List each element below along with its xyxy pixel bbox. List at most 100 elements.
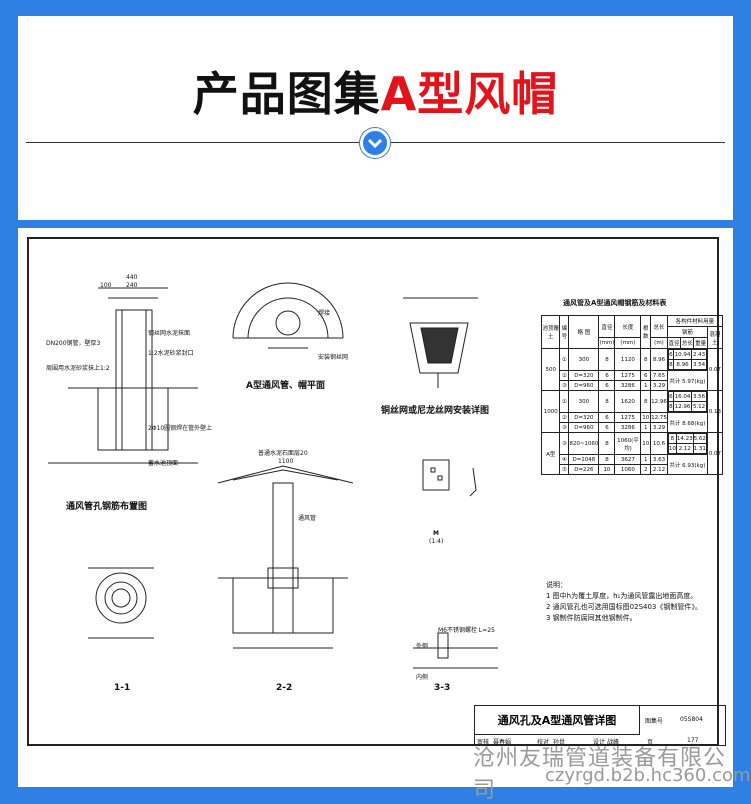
header-cell: 各构件材料用量 xyxy=(666,315,724,327)
table-cell: 3.29 xyxy=(650,422,668,433)
section-3-3-drawing xyxy=(413,632,498,669)
table-cell: ③ xyxy=(559,380,570,391)
table-cell: 1060 xyxy=(614,464,642,475)
caption-2-2: 2-2 xyxy=(276,683,293,693)
section-1-1-drawing xyxy=(88,567,154,639)
table-cell: 3627 xyxy=(614,454,642,465)
label: 焊接 xyxy=(318,310,331,317)
steel-cell: 8 xyxy=(667,401,674,412)
table-cell: 10 xyxy=(640,412,652,423)
note-item: 1 图中h为覆土厚度，h₁为通风管露出地面高度。 xyxy=(546,592,698,600)
notes: 说明： 1 图中h为覆土厚度，h₁为通风管露出地面高度。 2 通风管孔也可选用国… xyxy=(546,580,702,624)
table-cell: 1 xyxy=(640,454,652,465)
total-cell: 共计 8.68(kg) xyxy=(666,412,708,433)
table-cell: D=226 xyxy=(568,464,600,475)
unit-cell: (m) xyxy=(650,337,668,349)
title-red: A型风帽 xyxy=(380,67,559,121)
caption-m: M xyxy=(433,530,439,537)
table-cell: 8 xyxy=(598,454,616,465)
label: 蓄水池顶面 xyxy=(148,460,179,467)
chevron-down-icon xyxy=(360,128,390,158)
plan-drawing xyxy=(232,282,344,349)
table-cell: 8 xyxy=(598,348,616,371)
caption-rebar-layout: 通风管孔钢筋布置图 xyxy=(66,502,148,512)
total-cell: 共计 5.97(kg) xyxy=(666,370,708,391)
note-item: 2 通风管孔也可选用国标图02S403《钢制管件》。 xyxy=(546,603,702,611)
steel-cell: 2.12 xyxy=(675,443,694,454)
dimension: 440 xyxy=(126,274,138,281)
drawing-frame xyxy=(27,237,719,746)
header-cell: 编号 xyxy=(559,315,570,349)
steel-cell: 14.23 xyxy=(675,433,694,444)
cover-depth: 500 xyxy=(540,348,561,391)
dimension: 100 xyxy=(100,282,112,289)
steel-cell: 8 xyxy=(667,433,677,444)
table-cell: 1060(平均) xyxy=(614,432,642,455)
role-name: 战峰 xyxy=(607,739,620,746)
table-cell: 8 xyxy=(598,390,616,413)
total-cell: 共计 6.93(kg) xyxy=(666,454,708,475)
header-card: 产品图集A型风帽 xyxy=(18,16,733,220)
drawing-title: 通风孔及A型通风管详图 xyxy=(475,706,640,735)
table-cell: ④ xyxy=(559,454,570,465)
label: M6不锈钢螺栓 L=25 xyxy=(438,627,495,634)
header-cell: 直径 xyxy=(598,315,616,338)
table-cell: 10 xyxy=(640,432,652,455)
table-cell: 820~1060 xyxy=(568,432,600,455)
table-cell: D=320 xyxy=(568,370,600,381)
title-block: 通风孔及A型通风管详图 图集号 05S804 页 177 审核 聂春娟 校对 孙… xyxy=(474,705,726,746)
header-cell: 池顶覆土 xyxy=(540,315,561,349)
table-cell: 2 xyxy=(640,464,652,475)
table-cell: D=320 xyxy=(568,412,600,423)
header-cell: 略 图 xyxy=(568,315,600,349)
table-cell: 8 xyxy=(598,432,616,455)
table-cell: 1 xyxy=(640,380,652,391)
table-cell: 1275 xyxy=(614,412,642,423)
label: DN200钢管，壁厚3 xyxy=(46,340,101,347)
table-cell: 3286 xyxy=(614,380,642,391)
label: 通风管 xyxy=(298,515,317,522)
label: 2Φ10圆钢焊在管外壁上 xyxy=(148,425,213,432)
table-cell: 10.6 xyxy=(650,432,668,455)
caption-m-scale: (1:4) xyxy=(429,538,444,545)
table-cell: 1120 xyxy=(614,348,642,371)
steel-cell: 16.04 xyxy=(672,391,693,402)
header-cell: 总长 xyxy=(680,337,695,349)
materials-table: 池顶覆土编号略 图直径长度根数总长各构件材料用量钢筋混凝土(mm)(mm)(m)… xyxy=(540,315,724,475)
table-cell: ② xyxy=(559,412,570,423)
header-cell: 重量 xyxy=(693,337,708,349)
table-cell: 3.29 xyxy=(650,380,668,391)
header-cell: 钢筋 xyxy=(666,326,708,338)
mesh-detail-drawing xyxy=(403,297,478,388)
caption-3-3: 3-3 xyxy=(434,683,451,693)
steel-cell: 10 xyxy=(667,443,677,454)
role-label: 设计 xyxy=(593,739,606,746)
table-cell: 7.65 xyxy=(650,370,668,381)
unit-cell: (mm) xyxy=(598,337,616,349)
page-title: 产品图集A型风帽 xyxy=(18,58,733,124)
m-detail-drawing xyxy=(422,459,477,497)
dimension: 240 xyxy=(126,282,138,289)
page-label: 页 xyxy=(647,739,654,746)
notes-title: 说明： xyxy=(546,581,567,589)
caption-1-1: 1-1 xyxy=(114,683,131,693)
label: 周围用水泥砂浆抹上1:2 xyxy=(46,365,110,372)
table-cell: 1 xyxy=(640,422,652,433)
title-black: 产品图集 xyxy=(192,67,381,121)
table-cell: ③ xyxy=(559,422,570,433)
rebar-layout-drawing xyxy=(48,287,198,464)
steel-cell: 3.54 xyxy=(691,359,707,370)
steel-cell: 1.31 xyxy=(692,443,707,454)
cover-depth: A型 xyxy=(540,432,561,475)
table-cell: ③ xyxy=(559,432,570,455)
label: 1:2水泥砂浆封口 xyxy=(148,350,194,357)
note-item: 3 钢制件防腐同其他钢制件。 xyxy=(546,614,637,622)
section-2-2-drawing xyxy=(217,465,354,649)
table-cell: 6 xyxy=(598,422,616,433)
